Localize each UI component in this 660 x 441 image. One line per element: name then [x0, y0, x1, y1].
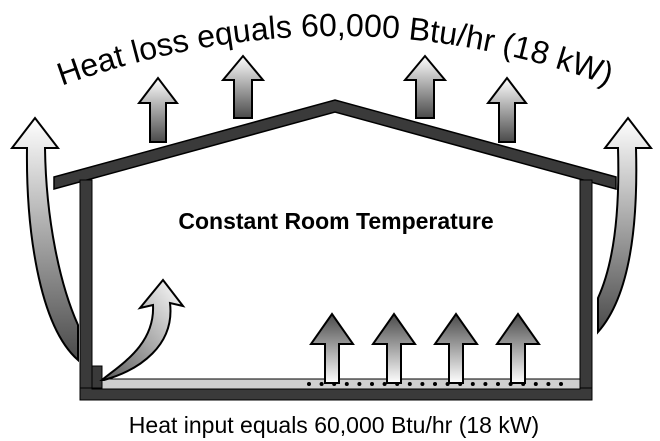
floor-heating-dot: [470, 382, 475, 386]
floor-heating-dot: [559, 382, 563, 386]
floor-heating-dot: [382, 382, 387, 386]
corner-heater: [91, 365, 103, 389]
floor-heating-dot: [307, 382, 311, 386]
house-floor: [79, 387, 593, 401]
floor-heating-dot: [533, 382, 538, 386]
floor-heating-dot: [407, 382, 412, 386]
room-heat-arrow: [99, 278, 186, 381]
floor-heating-dot: [319, 382, 324, 386]
floor-heating-dot: [370, 382, 374, 386]
floor-arrow-1: [309, 312, 355, 384]
roof-arrow-1: [136, 76, 180, 143]
roof-arrow-3: [402, 54, 448, 119]
floor-heating-dot: [483, 382, 488, 386]
roof-heat-arrows: [136, 54, 529, 143]
house-roof: [53, 99, 617, 190]
right-wall-loss-arrow: [597, 116, 654, 335]
house-right-wall: [579, 179, 593, 393]
floor-heating-dot: [433, 382, 437, 386]
heat-input-label: Heat input equals 60,000 Btu/hr (18 kW): [129, 412, 539, 438]
floor-heat-arrows: [309, 312, 541, 384]
left-wall-loss-arrow: [9, 116, 79, 363]
heat-loss-label: Heat loss equals 60,000 Btu/hr (18 kW): [52, 7, 618, 92]
floor-heating-dot: [546, 382, 551, 386]
room-temperature-label: Constant Room Temperature: [178, 208, 493, 234]
floor-heating-dot: [344, 382, 349, 386]
floor-heating-dot: [496, 382, 500, 386]
floor-arrow-4: [495, 312, 541, 384]
heat-loss-label-path: Heat loss equals 60,000 Btu/hr (18 kW): [52, 7, 618, 92]
floor-heating-dot: [420, 382, 425, 386]
floor-heating-dot: [357, 382, 362, 386]
roof-arrow-2: [220, 54, 266, 119]
house-left-wall: [79, 179, 93, 393]
floor-arrow-2: [371, 312, 417, 384]
roof-arrow-4: [485, 76, 529, 143]
floor-arrow-3: [433, 312, 479, 384]
